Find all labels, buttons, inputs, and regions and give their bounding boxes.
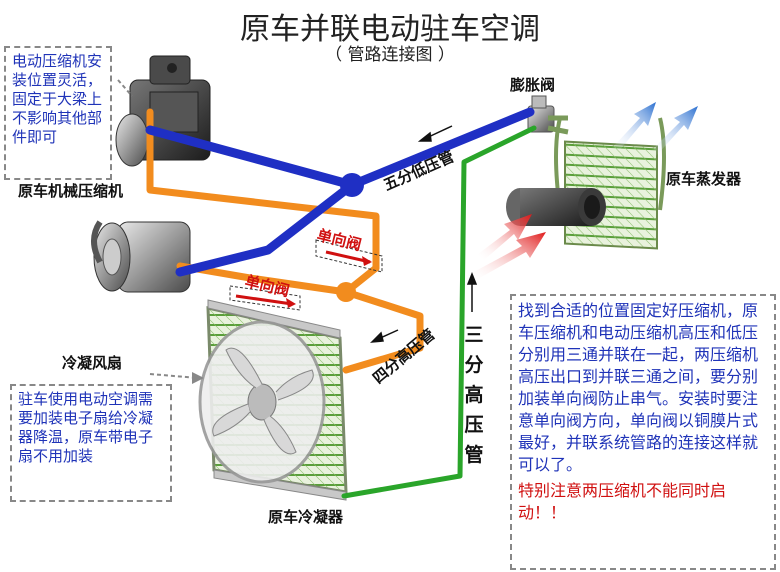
label-condenser-fan: 冷凝风扇 [62, 354, 123, 372]
blower-fan [506, 188, 606, 226]
note-warning-text: 特别注意两压缩机不能同时启动！！ [518, 481, 727, 522]
mechanical-compressor [91, 220, 191, 293]
flow-arrows [370, 125, 478, 343]
low-pressure-tee [340, 173, 364, 197]
check-valve-upper [315, 239, 383, 273]
diagram-subtitle: （ 管路连接图 ） [325, 45, 455, 65]
diagram-title: 原车并联电动驻车空调 [240, 12, 540, 47]
electric-compressor [115, 55, 211, 167]
note-electric-compressor: 电动压缩机安装位置灵活，固定于大梁上不影响其他部件即可 [4, 46, 112, 180]
high-pressure-tee [336, 282, 356, 302]
check-valve-lower [229, 285, 301, 311]
label-condenser: 原车冷凝器 [268, 508, 344, 526]
liquid-line-pipe [341, 125, 537, 499]
evaporator-unit [554, 117, 666, 250]
note-condenser-fan-text: 驻车使用电动空调需要加装电子扇给冷凝器降温，原车带电子扇不用加装 [18, 390, 154, 465]
note-electric-compressor-text: 电动压缩机安装位置灵活，固定于大梁上不影响其他部件即可 [12, 52, 103, 146]
label-mechanical-compressor: 原车机械压缩机 [18, 182, 124, 200]
expansion-valve [527, 95, 569, 135]
label-evaporator: 原车蒸发器 [666, 170, 742, 188]
label-high-pressure-pipe-3: 三分高压管 [464, 324, 484, 466]
label-expansion-valve: 膨胀阀 [510, 76, 556, 94]
airflow-arrows [470, 102, 698, 280]
note-condenser-fan: 驻车使用电动空调需要加装电子扇给冷凝器降温，原车带电子扇不用加装 [10, 384, 172, 502]
pointer-arrows [117, 79, 204, 384]
condenser-fan [198, 320, 326, 484]
note-installation: 找到合适的位置固定好压缩机，原车压缩机和电动压缩机高压和低压分别用三通并联在一起… [510, 294, 776, 570]
note-installation-text: 找到合适的位置固定好压缩机，原车压缩机和电动压缩机高压和低压分别用三通并联在一起… [518, 301, 759, 474]
